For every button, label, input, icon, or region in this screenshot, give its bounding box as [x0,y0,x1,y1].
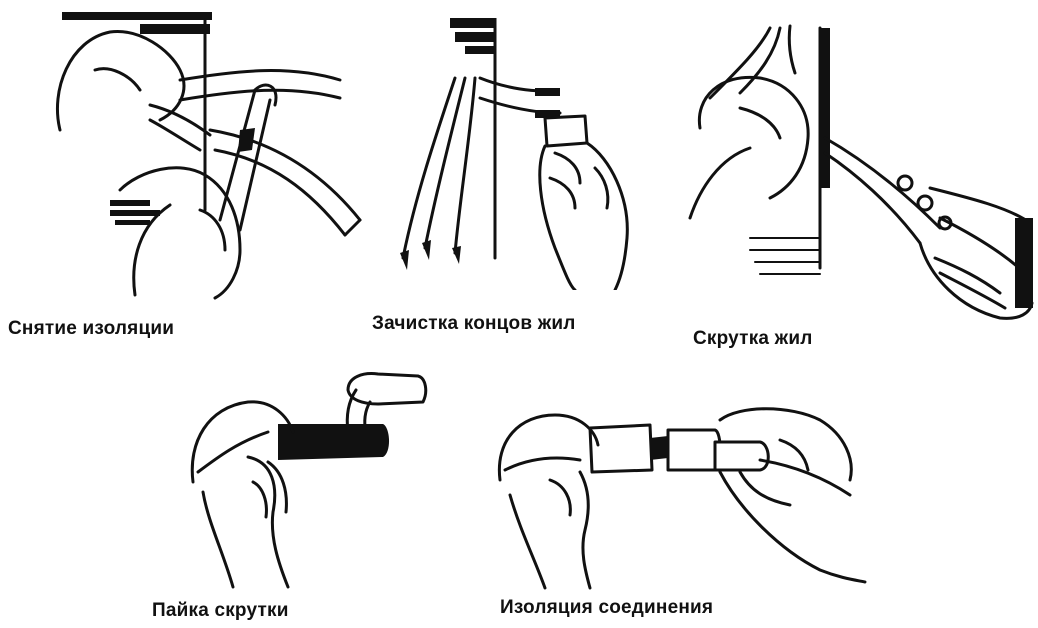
panel-insulation-stripping [40,10,380,300]
hand-stripping-wire-illustration [40,10,380,300]
caption-insulation-stripping: Снятие изоляции [8,318,174,340]
panel-wire-end-cleaning [395,18,645,290]
panel-wire-twisting [680,18,1035,323]
caption-wire-twisting: Скрутка жил [693,328,812,350]
caption-twist-soldering: Пайка скрутки [152,600,289,622]
hand-soldering-twist-illustration [178,362,428,590]
caption-wire-end-cleaning: Зачистка концов жил [372,313,576,335]
caption-joint-insulating: Изоляция соединения [500,597,713,619]
hands-insulating-joint-illustration [490,400,870,590]
panel-twist-soldering [178,362,428,590]
hand-twisting-wires-with-pliers-illustration [680,18,1035,323]
panel-joint-insulating [490,400,870,590]
hand-cleaning-wire-ends-illustration [395,18,645,290]
